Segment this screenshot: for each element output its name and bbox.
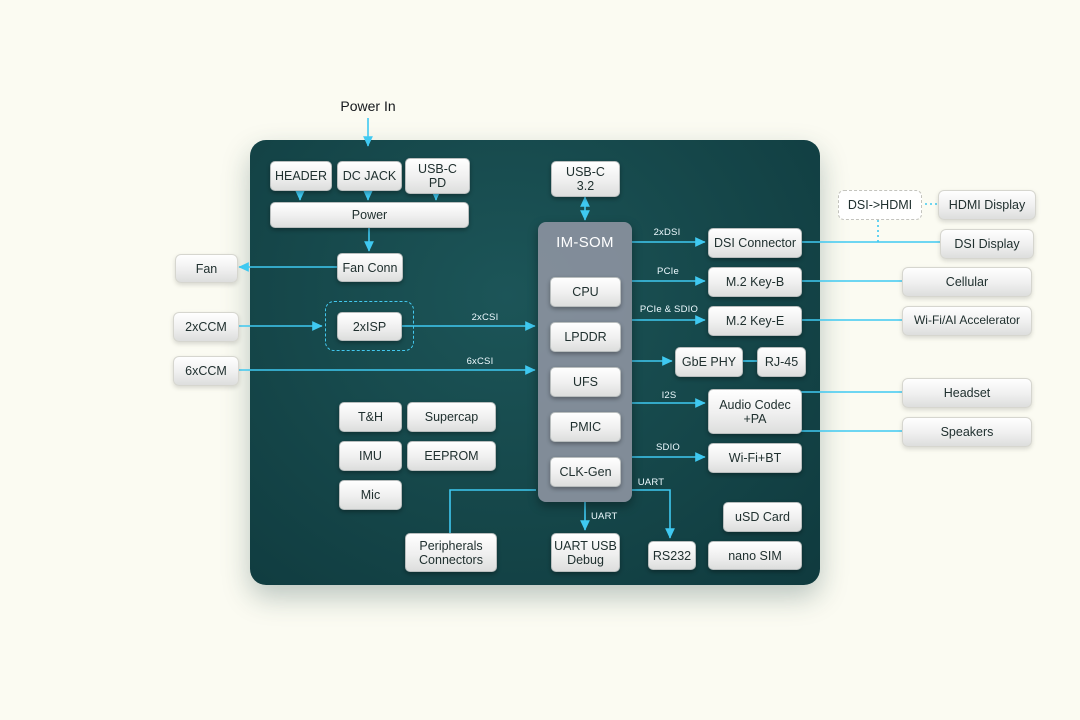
node-uart-usb-debug: UART USB Debug — [551, 533, 620, 572]
node-clk-gen: CLK-Gen — [550, 457, 621, 487]
node-rj45: RJ-45 — [757, 347, 806, 377]
node-wifi-bt: Wi-Fi+BT — [708, 443, 802, 473]
node-rs232: RS232 — [648, 541, 696, 570]
node-fan: Fan — [175, 254, 238, 283]
bus-label-2xdsi: 2xDSI — [653, 227, 681, 238]
node-6xccm: 6xCCM — [173, 356, 239, 386]
node-ufs: UFS — [550, 367, 621, 397]
node-mic: Mic — [339, 480, 402, 510]
node-m2-key-e: M.2 Key-E — [708, 306, 802, 336]
node-2xccm: 2xCCM — [173, 312, 239, 342]
node-speakers: Speakers — [902, 417, 1032, 447]
node-audio-codec: Audio Codec +PA — [708, 389, 802, 434]
bus-label-pcie: PCIe — [657, 266, 679, 277]
imsom-module — [538, 222, 632, 502]
node-fan-conn: Fan Conn — [337, 253, 403, 282]
node-gbe-phy: GbE PHY — [675, 347, 743, 377]
node-cpu: CPU — [550, 277, 621, 307]
bus-label-uart-right: UART — [637, 477, 665, 488]
bus-label-pcie-sdio: PCIe & SDIO — [639, 304, 699, 315]
node-power: Power — [270, 202, 469, 228]
power-in-label: Power In — [340, 98, 396, 114]
bus-label-uart-bottom: UART — [591, 511, 618, 522]
node-eeprom: EEPROM — [407, 441, 496, 471]
node-usd-card: uSD Card — [723, 502, 802, 532]
node-nano-sim: nano SIM — [708, 541, 802, 570]
node-usbc-pd: USB-C PD — [405, 158, 470, 194]
node-imu: IMU — [339, 441, 402, 471]
bus-label-6xcsi: 6xCSI — [466, 356, 494, 367]
node-dsi-connector: DSI Connector — [708, 228, 802, 258]
node-peripherals-connectors: Peripherals Connectors — [405, 533, 497, 572]
node-pmic: PMIC — [550, 412, 621, 442]
bus-label-i2s: I2S — [661, 390, 677, 401]
imsom-title: IM-SOM — [556, 234, 614, 251]
node-wifi-ai-accelerator: Wi-Fi/AI Accelerator — [902, 306, 1032, 336]
node-m2-key-b: M.2 Key-B — [708, 267, 802, 297]
node-headset: Headset — [902, 378, 1032, 408]
node-cellular: Cellular — [902, 267, 1032, 297]
node-header: HEADER — [270, 161, 332, 191]
node-th-sensor: T&H — [339, 402, 402, 432]
node-usbc-32: USB-C 3.2 — [551, 161, 620, 197]
node-dsi-display: DSI Display — [940, 229, 1034, 259]
node-supercap: Supercap — [407, 402, 496, 432]
bus-label-sdio: SDIO — [655, 442, 681, 453]
node-lpddr: LPDDR — [550, 322, 621, 352]
node-dsi-to-hdmi: DSI->HDMI — [838, 190, 922, 220]
node-2xisp: 2xISP — [337, 312, 402, 341]
node-hdmi-display: HDMI Display — [938, 190, 1036, 220]
bus-label-2xcsi: 2xCSI — [471, 312, 499, 323]
node-dc-jack: DC JACK — [337, 161, 402, 191]
